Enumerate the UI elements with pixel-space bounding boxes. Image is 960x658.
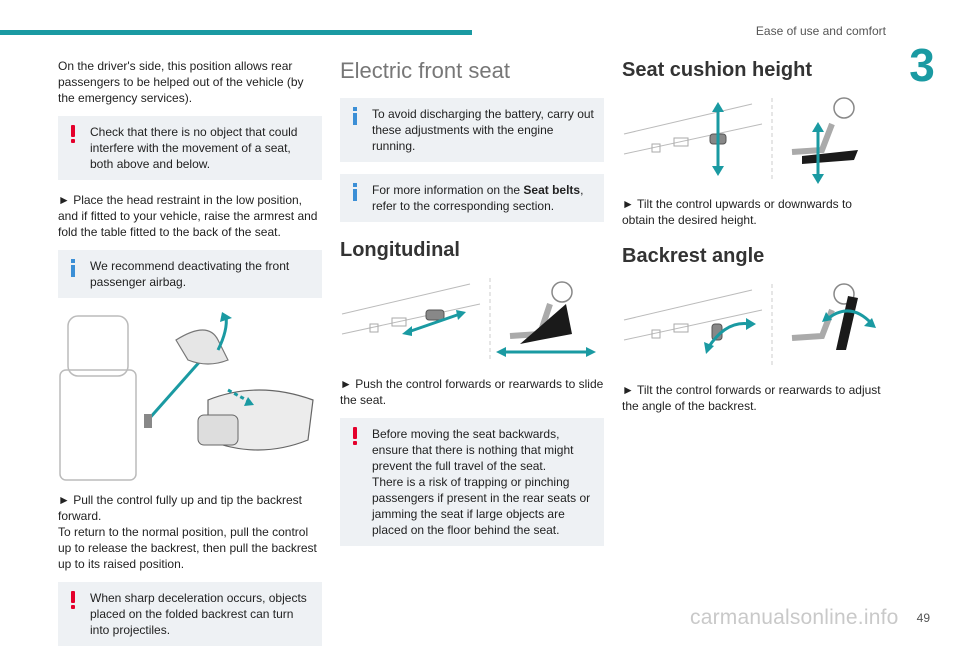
watermark: carmanualsonline.info xyxy=(690,606,899,629)
step-text-2: ► Pull the control fully up and tip the … xyxy=(58,493,303,523)
warning-box: Before moving the seat backwards, ensure… xyxy=(340,418,604,546)
column-3: Seat cushion height ► Tilt the control u… xyxy=(622,58,886,424)
info-box-2: For more information on the Seat belts, … xyxy=(340,174,604,222)
warning-text: Before moving the seat backwards, ensure… xyxy=(372,427,574,473)
info-icon xyxy=(353,183,357,201)
column-2: Electric front seat To avoid discharging… xyxy=(340,58,604,558)
info-text: To avoid discharging the battery, carry … xyxy=(372,107,594,153)
longitudinal-illustration xyxy=(340,274,604,366)
section-title: Electric front seat xyxy=(340,58,510,83)
section-header: Ease of use and comfort xyxy=(755,24,886,38)
subsection-title: Seat cushion height xyxy=(622,59,813,81)
folding-seat-illustration xyxy=(58,310,322,482)
page-number: 49 xyxy=(916,611,930,625)
top-accent-bar xyxy=(0,30,472,35)
info-text-bold: Seat belts xyxy=(523,183,581,197)
warning-box: Check that there is no object that could… xyxy=(58,116,322,180)
step-text-3: To return to the normal position, pull t… xyxy=(58,525,317,571)
warning-text: Check that there is no object that could… xyxy=(90,125,298,171)
info-icon xyxy=(71,259,75,277)
cushion-height-illustration xyxy=(622,94,886,186)
intro-text: On the driver's side, this position allo… xyxy=(58,59,304,105)
subsection-title: Longitudinal xyxy=(340,239,460,261)
warning-text: When sharp deceleration occurs, objects … xyxy=(90,591,307,637)
info-text: We recommend deactivating the front pass… xyxy=(90,259,290,289)
step-text-2: ► Tilt the control forwards or rearwards… xyxy=(622,383,881,413)
subsection-title-2: Backrest angle xyxy=(622,245,765,267)
info-text-post: , refer to the corresponding section. xyxy=(372,183,584,213)
step-text: ► Push the control forwards or rearwards… xyxy=(340,377,604,407)
info-text-pre: For more information on the xyxy=(372,183,524,197)
warning-text-2: There is a risk of trapping or pinching … xyxy=(372,475,591,537)
info-box: We recommend deactivating the front pass… xyxy=(58,250,322,298)
chapter-number: 3 xyxy=(909,39,935,91)
info-box: To avoid discharging the battery, carry … xyxy=(340,98,604,162)
column-1: On the driver's side, this position allo… xyxy=(58,58,322,658)
warning-icon xyxy=(353,427,357,445)
warning-box-2: When sharp deceleration occurs, objects … xyxy=(58,582,322,646)
backrest-angle-illustration xyxy=(622,280,886,372)
step-text: ► Tilt the control upwards or downwards … xyxy=(622,197,852,227)
info-icon xyxy=(353,107,357,125)
step-text: ► Place the head restraint in the low po… xyxy=(58,193,318,239)
warning-icon xyxy=(71,591,75,609)
warning-icon xyxy=(71,125,75,143)
